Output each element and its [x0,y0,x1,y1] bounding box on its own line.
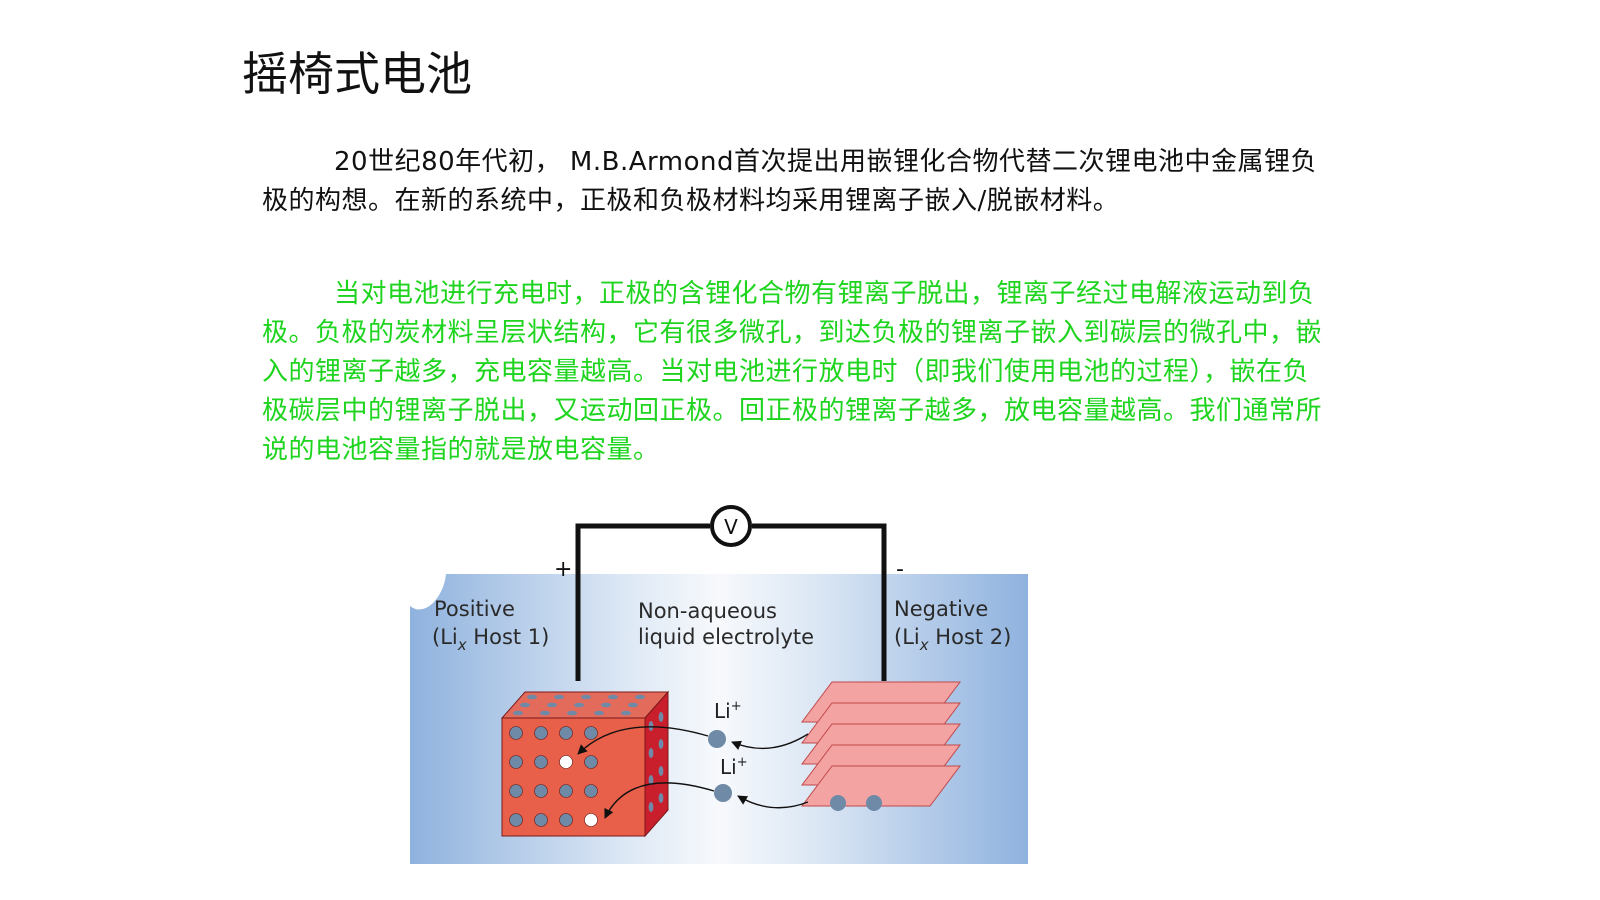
cube-top-pore [594,710,604,716]
cube-side-dots [648,712,664,812]
electrolyte-label-line2: liquid electrolyte [638,625,814,649]
cube-pore [534,813,548,827]
cube-front-face [501,717,646,837]
cube-pore [584,784,598,798]
voltmeter-circle [710,505,752,547]
cube-top-pore [574,702,584,708]
intercalated-ion [830,795,846,811]
intercalated-ion [866,795,882,811]
cube-top-pore [513,710,523,716]
cube-pore [509,813,523,827]
negative-label-line1: Negative [894,597,988,621]
cube-pore [559,813,573,827]
cube-pore [509,755,523,769]
cube-top-pore [601,702,611,708]
cube-top-pore [527,694,537,700]
cube-side-pore [648,748,654,758]
circuit-wire [575,523,887,681]
intro-paragraph: 20世纪80年代初， M.B.Armond首次提出用嵌锂化合物代替二次锂电池中金… [262,147,1317,216]
negative-label-line2: (Lix Host 2) [894,625,1011,654]
corner-notch [410,574,446,610]
li-ion-1 [708,730,726,748]
minus-sign: - [896,557,904,582]
cube-pore [534,755,548,769]
cube-top-pore [520,702,530,708]
ion-path-arrow-4 [604,782,715,819]
cube-pore [509,784,523,798]
cube-side-pore [658,712,664,722]
plus-sign: + [554,557,572,582]
li-ion-2 [714,784,732,802]
cube-pore [584,726,598,740]
electrolyte-label-line1: Non-aqueous [638,599,777,623]
negative-host-layers [801,681,961,811]
cube-pore [584,755,598,769]
cube-side-pore [648,721,654,731]
cube-pore [559,784,573,798]
cube-side-pore [648,775,654,785]
ion-path-arrow-1 [731,733,809,750]
ion-path-arrow-2 [577,726,709,755]
rocking-chair-battery-diagram: V + - Positive (Lix Host 1) Non-aqueous … [410,496,1030,866]
cube-pore [509,726,523,740]
cube-top-pore [635,694,645,700]
cube-pore [559,726,573,740]
cube-top-pore [621,710,631,716]
li-ion-label-2: Li+ [720,755,748,779]
voltmeter-label: V [724,515,738,539]
slide-title: 摇椅式电池 [242,47,472,101]
positive-label-line2: (Lix Host 1) [432,625,549,654]
cube-pore [559,755,573,769]
ion-path-arrow-3 [737,795,809,809]
cube-top-pore [547,702,557,708]
li-ion-label-1: Li+ [714,699,742,723]
positive-label-line1: Positive [434,597,515,621]
cube-side-pore [658,766,664,776]
cube-side-face [644,690,669,838]
cube-top-dots [513,694,645,716]
cube-pore [534,726,548,740]
cube-side-pore [658,739,664,749]
cube-pore [584,813,598,827]
cube-side-pore [648,802,654,812]
cube-top-pore [540,710,550,716]
cube-top-pore [554,694,564,700]
cube-top-pore [581,694,591,700]
cube-top-pore [628,702,638,708]
positive-host-cube [500,690,670,838]
cube-side-pore [658,793,664,803]
battery-diagram-svg: V + - Positive (Lix Host 1) Non-aqueous … [410,505,1028,864]
cube-front-dots [509,726,598,827]
charge-discharge-paragraph: 当对电池进行充电时，正极的含锂化合物有锂离子脱出，锂离子经过电解液运动到负极。负… [262,279,1323,465]
cube-pore [534,784,548,798]
cube-top-pore [608,694,618,700]
cube-top-pore [567,710,577,716]
